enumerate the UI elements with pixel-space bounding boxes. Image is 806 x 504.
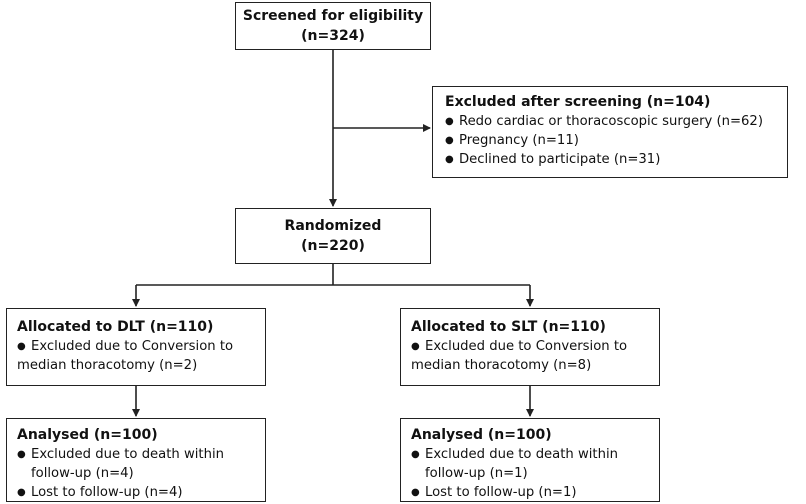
analysed-dlt-item: Lost to follow-up (n=4) — [17, 483, 265, 502]
screened-count: (n=324) — [301, 28, 365, 44]
analysed-dlt-title: Analysed (n=100) — [17, 427, 158, 443]
allocated-slt-item: Excluded due to Conversion to — [411, 337, 659, 356]
excluded-title: Excluded after screening (n=104) — [445, 94, 711, 110]
analysed-dlt-item: Excluded due to death within — [17, 445, 265, 464]
excluded-item: Declined to participate (n=31) — [445, 150, 787, 169]
randomized-title: Randomized — [284, 218, 382, 234]
allocated-dlt-box: Allocated to DLT (n=110) Excluded due to… — [6, 308, 266, 386]
randomized-box: Randomized (n=220) — [235, 208, 431, 264]
allocated-dlt-title: Allocated to DLT (n=110) — [17, 319, 214, 335]
excluded-box: Excluded after screening (n=104) Redo ca… — [432, 86, 788, 178]
analysed-slt-item: Excluded due to death within — [411, 445, 659, 464]
analysed-slt-box: Analysed (n=100) Excluded due to death w… — [400, 418, 660, 502]
analysed-slt-title: Analysed (n=100) — [411, 427, 552, 443]
allocated-dlt-item: Excluded due to Conversion to — [17, 337, 265, 356]
allocated-slt-title: Allocated to SLT (n=110) — [411, 319, 606, 335]
allocated-dlt-item-cont: median thoracotomy (n=2) — [17, 358, 198, 373]
allocated-slt-box: Allocated to SLT (n=110) Excluded due to… — [400, 308, 660, 386]
screened-box: Screened for eligibility (n=324) — [235, 2, 431, 50]
analysed-slt-item: Lost to follow-up (n=1) — [411, 483, 659, 502]
randomized-count: (n=220) — [301, 238, 365, 254]
excluded-item: Redo cardiac or thoracoscopic surgery (n… — [445, 112, 787, 131]
analysed-slt-item-cont: follow-up (n=1) — [425, 466, 528, 481]
allocated-slt-item-cont: median thoracotomy (n=8) — [411, 358, 592, 373]
excluded-item: Pregnancy (n=11) — [445, 131, 787, 150]
screened-title: Screened for eligibility — [242, 8, 424, 24]
analysed-dlt-item-cont: follow-up (n=4) — [31, 466, 134, 481]
analysed-dlt-box: Analysed (n=100) Excluded due to death w… — [6, 418, 266, 502]
